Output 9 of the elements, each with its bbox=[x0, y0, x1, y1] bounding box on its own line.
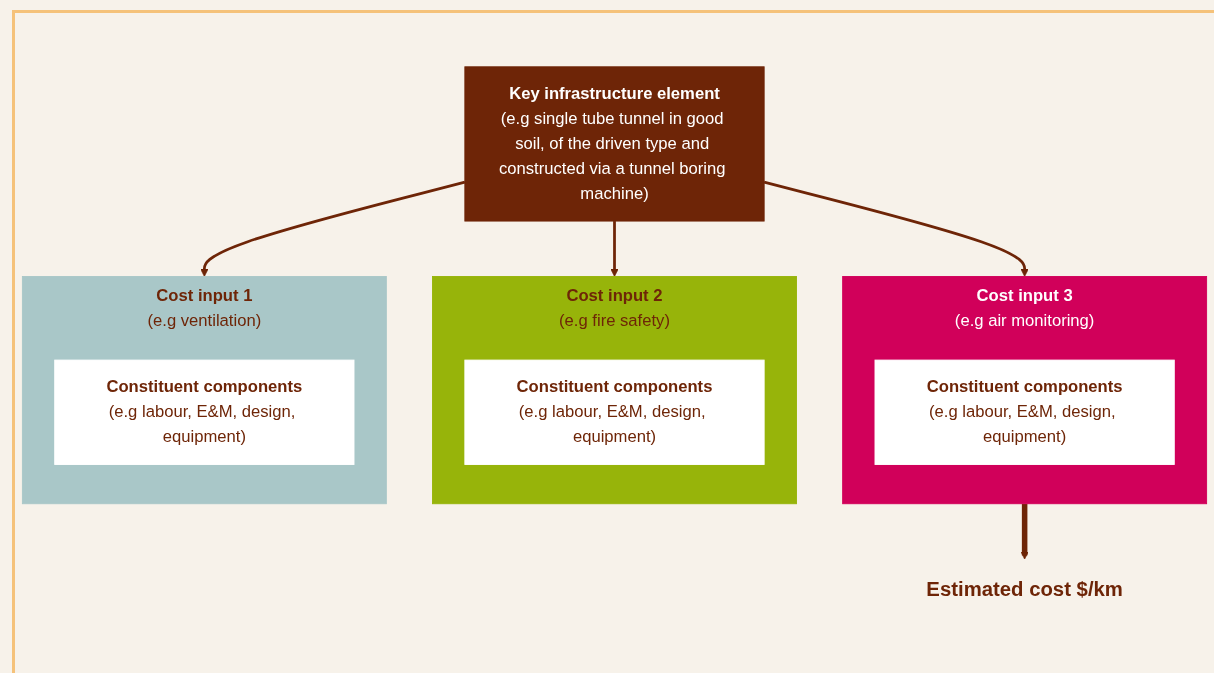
arrow bbox=[610, 221, 619, 277]
arrow bbox=[1020, 503, 1029, 560]
arrow bbox=[200, 180, 466, 277]
node-text: Estimated cost $/km bbox=[926, 577, 1123, 601]
node-box: Key infrastructure element (e.g single tube tunnel in good soil, of the driven type and constructed via a tunnel boring machine) bbox=[464, 66, 765, 222]
node-box: Constituent components (e.g labour, E&M, design, equipment) bbox=[874, 359, 1175, 465]
arrow bbox=[763, 180, 1029, 277]
node-box: Constituent components (e.g labour, E&M, design, equipment) bbox=[464, 359, 765, 465]
node-box: Constituent components (e.g labour, E&M, design, equipment) bbox=[54, 359, 355, 465]
